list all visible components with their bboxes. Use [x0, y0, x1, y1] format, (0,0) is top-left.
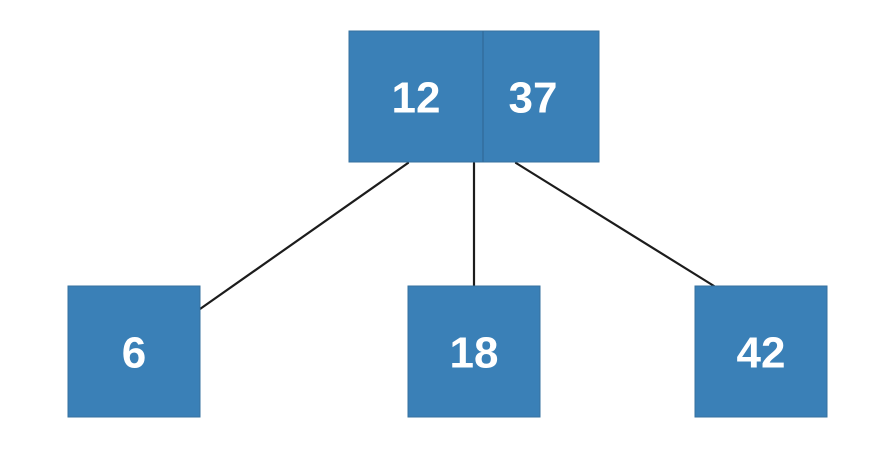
child-node-3-key: 42: [737, 329, 786, 378]
child-node-1-key: 6: [122, 329, 146, 378]
child-node-2-key: 18: [450, 329, 499, 378]
child-node-1: 6: [67, 285, 201, 418]
child-node-1-box: [67, 285, 201, 418]
child-node-2-box: [407, 285, 541, 418]
root-node-box: [348, 30, 600, 163]
child-node-2: 18: [407, 285, 541, 418]
child-node-3: 42: [694, 285, 828, 418]
root-node: 12 37: [348, 30, 600, 163]
root-key-2: 37: [509, 74, 558, 123]
child-node-3-box: [694, 285, 828, 418]
edge-root-to-child-3: [514, 161, 716, 288]
root-key-1: 12: [392, 74, 441, 123]
edge-root-to-child-1: [198, 161, 410, 311]
